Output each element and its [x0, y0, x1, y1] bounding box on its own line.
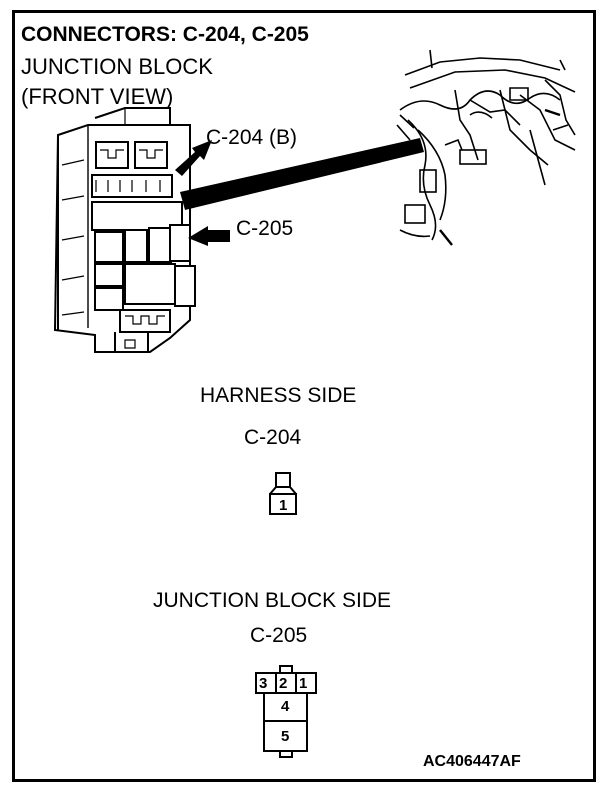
location-pointer: [180, 138, 424, 210]
junction-pin-4: 4: [281, 698, 290, 715]
harness-side-heading: HARNESS SIDE: [200, 384, 357, 407]
junction-side-heading: JUNCTION BLOCK SIDE: [153, 589, 392, 612]
subtitle-front-view: (FRONT VIEW): [21, 84, 174, 109]
junction-connector-id: C-205: [250, 624, 308, 647]
figure-frame: [12, 10, 596, 782]
callout-c204: C-204 (B): [206, 126, 298, 149]
c205-arrow: [188, 226, 230, 246]
harness-pin-1: 1: [279, 497, 288, 514]
junction-pin-3: 3: [259, 675, 268, 692]
junction-pin-1: 1: [299, 675, 308, 692]
harness-connector-id: C-204: [244, 426, 302, 449]
c204-arrow: [175, 140, 212, 176]
subtitle-junction-block: JUNCTION BLOCK: [21, 54, 213, 79]
callout-c205: C-205: [236, 217, 294, 240]
junction-pin-5: 5: [281, 728, 290, 745]
page-title: CONNECTORS: C-204, C-205: [21, 23, 309, 46]
figure-code: AC406447AF: [423, 753, 521, 770]
junction-pin-2: 2: [279, 675, 288, 692]
